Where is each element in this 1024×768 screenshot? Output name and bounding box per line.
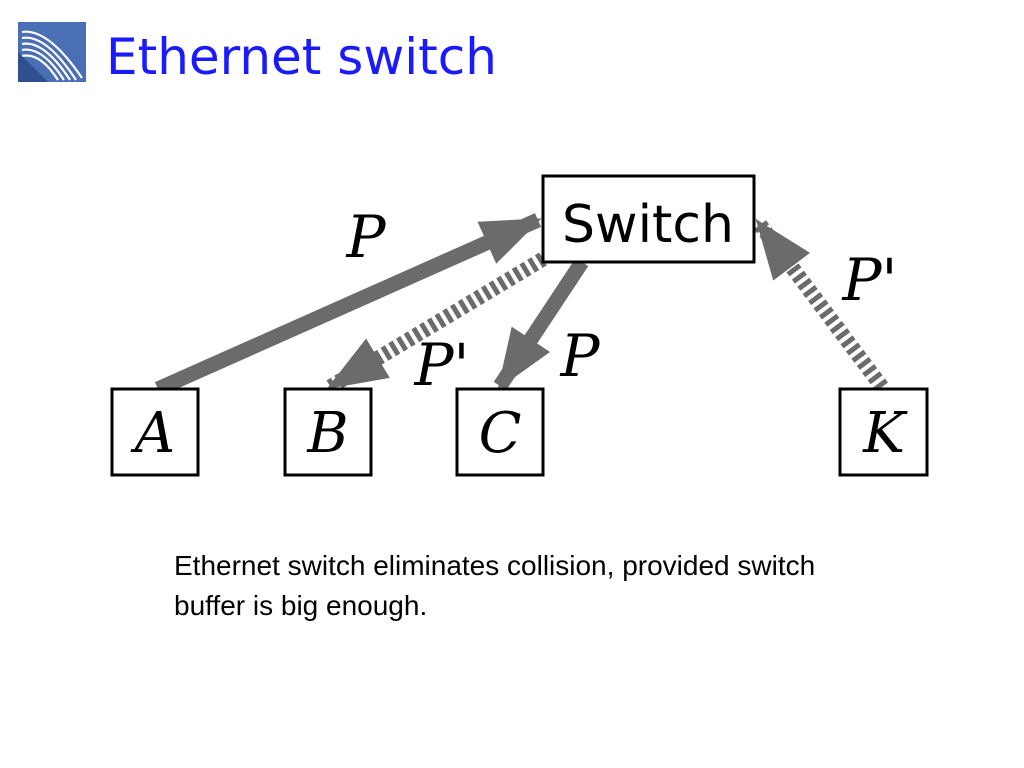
packet-label-a-to-switch: P — [345, 203, 386, 271]
node-c: C — [455, 387, 545, 477]
institution-logo-icon — [18, 22, 86, 82]
slide-title: Ethernet switch — [106, 28, 497, 86]
node-k: K — [838, 387, 929, 477]
node-b-label: B — [306, 401, 348, 466]
arrow-switch-to-b — [326, 252, 547, 394]
switch-diagram: Switch A B C K P P' P P' — [110, 174, 929, 477]
switch-node: Switch — [541, 174, 756, 264]
arrow-switch-to-c — [493, 257, 589, 391]
slide-caption: Ethernet switch eliminates collision, pr… — [174, 550, 816, 621]
packet-label-switch-to-c: P — [559, 322, 600, 390]
packet-label-k-to-switch: P' — [842, 246, 898, 314]
node-k-label: K — [862, 401, 908, 466]
arrow-a-to-switch — [154, 213, 542, 396]
node-a-label: A — [130, 401, 175, 466]
packet-label-switch-to-b: P' — [414, 331, 470, 399]
arrow-k-to-switch — [752, 217, 888, 392]
node-b: B — [283, 387, 373, 477]
node-c-label: C — [479, 401, 522, 466]
node-a: A — [110, 387, 200, 477]
switch-label: Switch — [562, 195, 734, 255]
